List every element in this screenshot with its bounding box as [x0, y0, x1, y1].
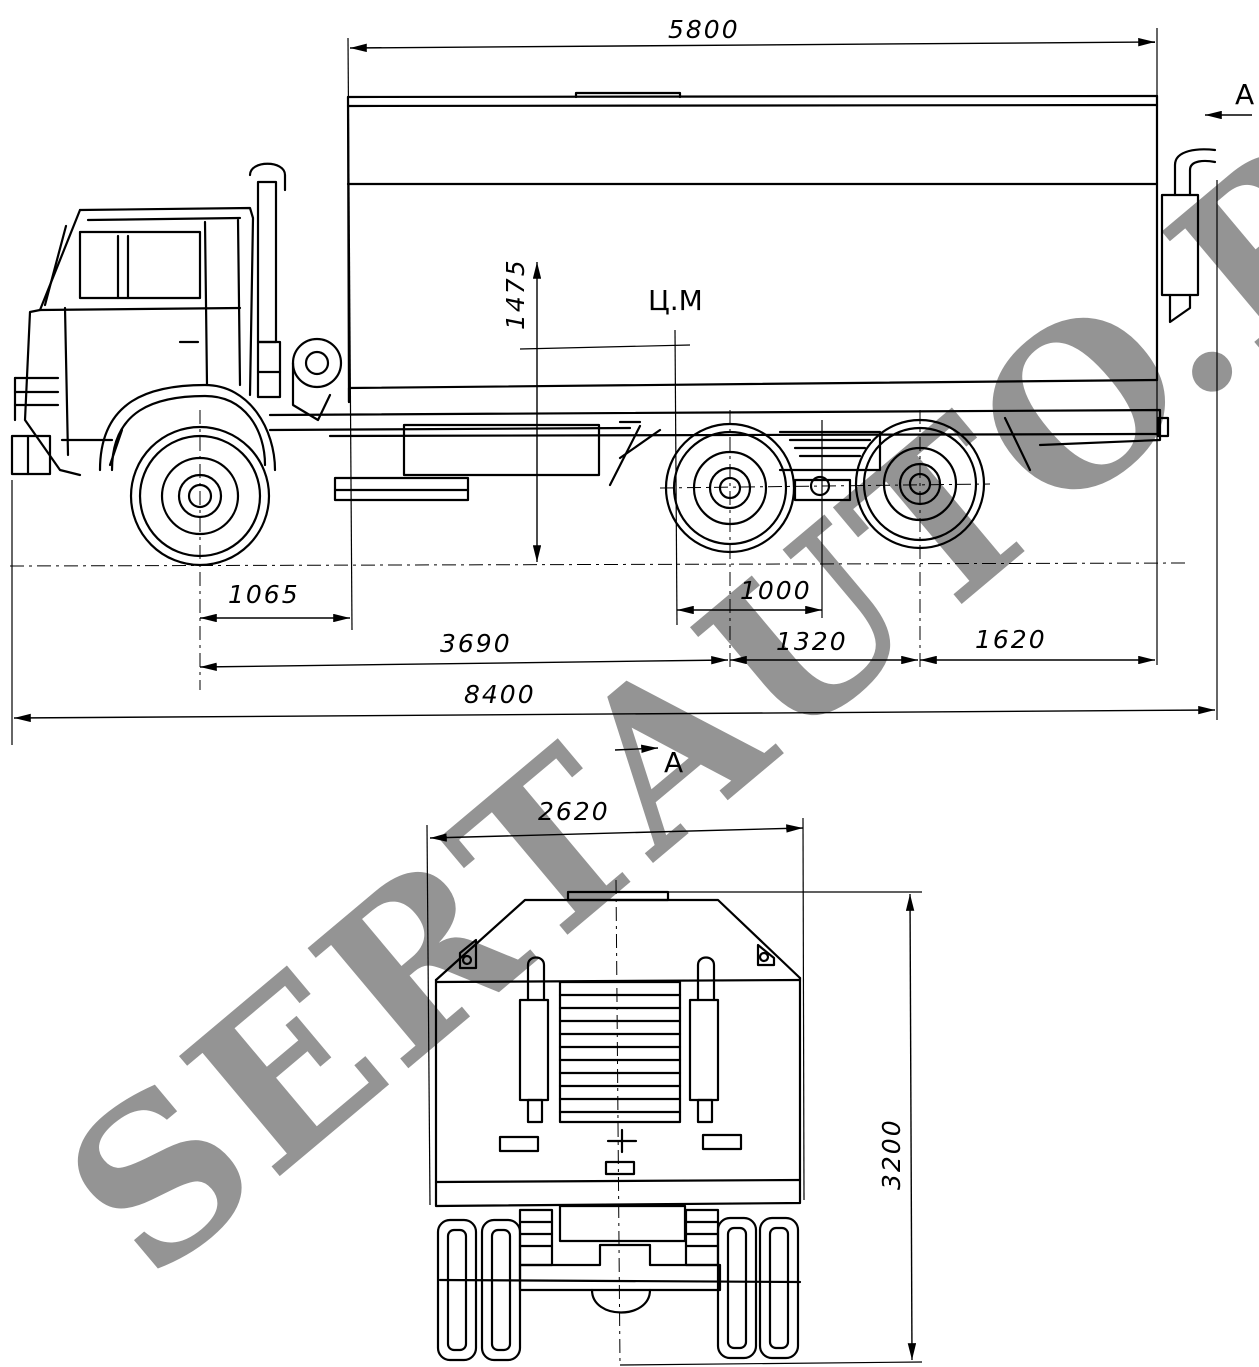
chassis-frame — [268, 408, 1170, 487]
rear-tires-left — [436, 1218, 522, 1362]
dim-label-rear-overhang: 1620 — [975, 625, 1047, 654]
center-of-mass-marker: Ц.М — [519, 284, 703, 350]
rear-suspension — [778, 430, 882, 502]
dim-label-front-overhang: 1065 — [228, 580, 300, 609]
dim-label-body-length: 5800 — [668, 15, 740, 44]
section-marker-bottom: A — [614, 744, 683, 779]
dim-label-height: 3200 — [877, 1118, 906, 1190]
center-of-mass-label: Ц.М — [648, 284, 703, 317]
section-label-top: A — [1235, 78, 1254, 111]
rear-chassis — [438, 1204, 802, 1314]
dim-wheelbase: 3690 — [199, 629, 729, 671]
dim-label-width: 2620 — [538, 797, 610, 826]
dim-label-wheelbase: 3690 — [440, 629, 512, 658]
cargo-body — [346, 91, 1159, 404]
air-intake-pipe — [248, 162, 287, 399]
fuel-tank — [333, 423, 601, 502]
dim-bogie: 1320 — [730, 627, 918, 665]
dim-width: 2620 — [429, 797, 804, 842]
left-light — [498, 1135, 540, 1153]
dim-overall-length: 8400 — [13, 680, 1216, 723]
rear-grille — [558, 980, 682, 1124]
rear-tires-right — [716, 1216, 800, 1360]
front-fender — [98, 383, 277, 472]
side-view: Ц.М 5800 1475 1065 1000 3690 1320 — [9, 15, 1254, 779]
plate-light — [604, 1160, 636, 1176]
section-marker-top: A — [1205, 78, 1254, 120]
dim-height-cm: 1475 — [501, 258, 542, 562]
dim-label-bogie-cm: 1000 — [740, 576, 812, 605]
dim-label-bogie: 1320 — [776, 627, 848, 656]
dim-front-overhang: 1065 — [200, 580, 350, 623]
cab — [10, 206, 255, 477]
dim-body-length: 5800 — [349, 15, 1156, 53]
dim-label-overall-length: 8400 — [464, 680, 536, 709]
rear-heater — [1160, 148, 1217, 324]
right-cylinder — [688, 956, 720, 1124]
dim-height: 3200 — [877, 893, 917, 1361]
right-light — [701, 1133, 743, 1151]
air-filter — [291, 337, 343, 422]
dim-rear-overhang: 1620 — [920, 625, 1155, 665]
section-label-bottom: A — [664, 746, 683, 779]
dim-bogie-cm: 1000 — [677, 576, 822, 615]
left-cylinder — [518, 956, 550, 1124]
rear-view: 2620 3200 — [426, 797, 923, 1366]
dim-label-height-cm: 1475 — [501, 258, 530, 330]
watermark: SERTAUTO.RU — [20, 0, 1259, 1324]
